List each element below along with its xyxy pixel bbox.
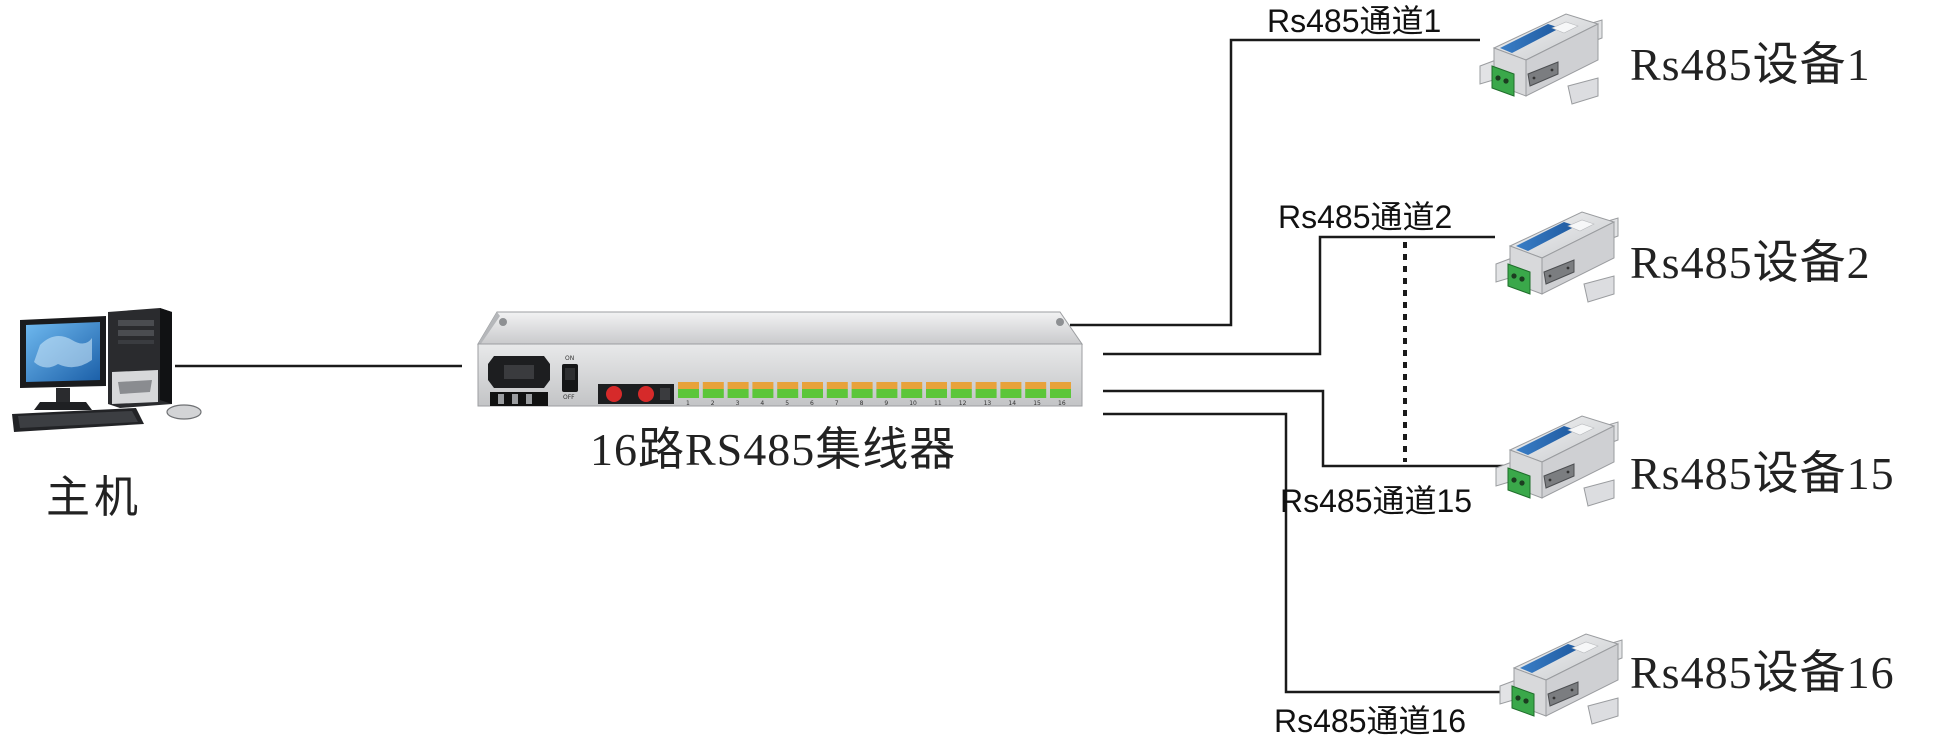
terminal-port-14: 14 <box>1000 382 1022 407</box>
host-label: 主机 <box>46 473 142 522</box>
terminal-port-4: 4 <box>752 382 774 407</box>
terminal-port-6: 6 <box>802 382 823 407</box>
hub-label: 16路RS485集线器 <box>590 424 956 475</box>
device-15-image <box>1495 415 1619 507</box>
host-computer: 主机 <box>12 308 202 522</box>
terminal-port-number: 10 <box>909 400 917 407</box>
power-inlet <box>488 356 550 406</box>
wire-channel-15 <box>1103 389 1510 468</box>
fiber-ports <box>598 384 674 404</box>
device-2-label: Rs485设备2 <box>1630 237 1871 288</box>
terminal-port-number: 3 <box>736 400 740 407</box>
terminal-port-number: 13 <box>984 400 992 407</box>
terminal-port-number: 15 <box>1033 400 1041 407</box>
switch-off-label: OFF <box>563 394 575 401</box>
terminal-port-16: 16 <box>1050 382 1071 407</box>
pc-mouse <box>166 404 202 420</box>
terminal-port-7: 7 <box>826 382 848 407</box>
terminal-port-12: 12 <box>950 382 972 407</box>
terminal-port-number: 4 <box>760 400 764 407</box>
pc-monitor <box>20 316 106 410</box>
terminal-port-5: 5 <box>777 382 799 407</box>
terminal-port-number: 7 <box>835 400 839 407</box>
rs485-device-16: Rs485设备16 <box>1499 633 1895 725</box>
terminal-port-15: 15 <box>1025 382 1047 407</box>
wires <box>175 38 1510 694</box>
wire-channel-2 <box>1103 235 1495 356</box>
terminal-port-2: 2 <box>702 382 724 407</box>
terminal-port-number: 8 <box>860 400 864 407</box>
device-16-label: Rs485设备16 <box>1630 647 1895 698</box>
terminal-port-number: 11 <box>934 400 942 407</box>
rs485-device-1: Rs485设备1 <box>1479 13 1871 105</box>
terminal-port-number: 12 <box>959 400 967 407</box>
terminal-port-number: 14 <box>1008 400 1016 407</box>
terminal-port-13: 13 <box>975 382 997 407</box>
terminal-port-10: 10 <box>901 382 923 407</box>
device-15-label: Rs485设备15 <box>1630 448 1895 499</box>
terminal-port-number: 1 <box>686 400 690 407</box>
terminal-port-number: 16 <box>1058 400 1066 407</box>
terminal-port-number: 6 <box>810 400 814 407</box>
channel-2-label: Rs485通道2 <box>1278 199 1452 235</box>
pc-tower <box>108 308 172 408</box>
device-2-image <box>1495 211 1619 303</box>
channel-15-label: Rs485通道15 <box>1280 483 1472 519</box>
power-switch: ON OFF <box>562 355 578 401</box>
terminal-port-number: 5 <box>785 400 789 407</box>
rs485-device-2: Rs485设备2 <box>1495 211 1871 303</box>
terminal-port-number: 2 <box>711 400 715 407</box>
device-16-image <box>1499 633 1623 725</box>
terminal-port-9: 9 <box>876 382 898 407</box>
terminal-port-1: 1 <box>678 382 699 407</box>
switch-on-label: ON <box>565 355 574 362</box>
terminal-port-number: 9 <box>884 400 888 407</box>
device-1-label: Rs485设备1 <box>1630 39 1871 90</box>
device-1-image <box>1479 13 1603 105</box>
wire-channel-16 <box>1103 412 1500 694</box>
channel-1-label: Rs485通道1 <box>1267 3 1441 39</box>
channel-16-label: Rs485通道16 <box>1274 703 1466 739</box>
rs485-device-15: Rs485设备15 <box>1495 415 1895 507</box>
channel-labels: Rs485通道1 Rs485通道2 Rs485通道15 Rs485通道16 <box>1267 3 1472 739</box>
terminal-port-11: 11 <box>926 382 947 407</box>
wire-channel-1 <box>1070 38 1480 327</box>
terminal-port-3: 3 <box>727 382 749 407</box>
terminal-port-8: 8 <box>851 382 873 407</box>
